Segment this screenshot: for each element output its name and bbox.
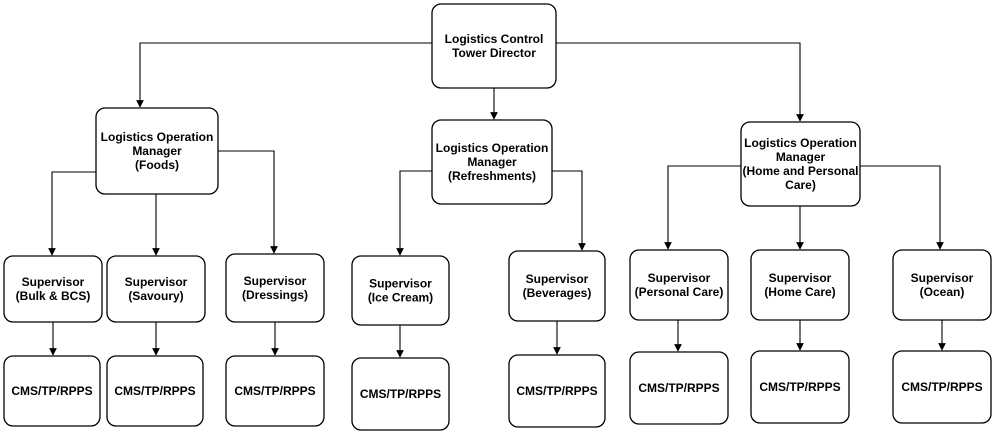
node-label-line: Manager [467,155,517,169]
node-label-line: (Bulk & BCS) [16,289,91,303]
node-label-line: (Savoury) [128,289,183,303]
node-sup-bulk: Supervisor(Bulk & BCS) [3,255,103,323]
node-label-line: CMS/TP/RPPS [114,384,195,398]
node-box [351,357,450,431]
node-box [225,355,325,427]
node-label-line: (Home and Personal [742,164,858,178]
node-label-line: CMS/TP/RPPS [234,384,315,398]
node-label-line: CMS/TP/RPPS [638,381,719,395]
node-label-line: CMS/TP/RPPS [11,384,92,398]
node-cms-icecream: CMS/TP/RPPS [351,357,450,431]
node-box [431,119,553,205]
node-label-line: Supervisor [526,272,589,286]
node-label-line: Manager [776,150,826,164]
node-cms-personal: CMS/TP/RPPS [629,351,729,425]
node-label-line: Logistics Operation [101,130,214,144]
connector-lom_refresh-to-sup_icecream [396,170,432,256]
connector-lom_foods-to-sup_bulk [48,171,96,256]
connector-director-to-lom_hpc [556,42,804,122]
node-cms-home: CMS/TP/RPPS [750,350,850,424]
node-cms-beverages: CMS/TP/RPPS [508,354,606,428]
node-box [351,255,450,326]
node-sup-dressings: Supervisor(Dressings) [225,253,325,323]
node-box [225,253,325,323]
node-label-line: Logistics Control [445,32,544,46]
node-label-line: CMS/TP/RPPS [516,384,597,398]
node-box [3,355,101,427]
node-sup-beverages: Supervisor(Beverages) [508,250,606,322]
node-label-line: CMS/TP/RPPS [360,387,441,401]
node-label-line: CMS/TP/RPPS [759,380,840,394]
node-box [750,350,850,424]
node-box [892,350,992,424]
node-label-line: CMS/TP/RPPS [901,380,982,394]
connector-layer [48,42,946,358]
connector-lom_refresh-to-sup_beverages [552,170,586,251]
node-box [508,250,606,322]
node-box [892,249,992,321]
node-cms-ocean: CMS/TP/RPPS [892,350,992,424]
node-box [750,249,850,321]
node-label-line: (Dressings) [242,288,308,302]
connector-lom_hpc-to-sup_ocean [860,165,944,250]
node-sup-home: Supervisor(Home Care) [750,249,850,321]
connector-lom_hpc-to-sup_personal [664,165,741,250]
node-sup-ocean: Supervisor(Ocean) [892,249,992,321]
node-label-line: Supervisor [769,271,832,285]
node-cms-bulk: CMS/TP/RPPS [3,355,101,427]
node-label-line: Logistics Operation [744,136,857,150]
node-box [431,3,557,89]
node-label-line: (Refreshments) [448,169,536,183]
node-label-line: (Home Care) [764,285,835,299]
node-box [740,121,861,207]
connector-lom_foods-to-sup_dressings [218,150,278,254]
node-box [508,354,606,428]
node-label-line: (Beverages) [523,286,592,300]
node-label-line: Care) [785,178,816,192]
connector-director-to-lom_foods [136,42,432,108]
node-box [629,351,729,425]
node-label-line: Tower Director [452,46,536,60]
node-label-line: Supervisor [244,274,307,288]
node-box [106,255,206,323]
node-label-line: Logistics Operation [436,141,549,155]
node-label-line: Supervisor [911,271,974,285]
node-label-line: Supervisor [648,271,711,285]
node-label-line: Supervisor [125,275,188,289]
node-label-line: (Ice Cream) [368,291,433,305]
node-cms-dressings: CMS/TP/RPPS [225,355,325,427]
node-label-line: (Ocean) [920,285,965,299]
node-box [106,355,204,427]
node-sup-personal: Supervisor(Personal Care) [629,249,729,321]
node-box [629,249,729,321]
node-cms-savoury: CMS/TP/RPPS [106,355,204,427]
node-label-line: Supervisor [369,277,432,291]
node-label-line: Supervisor [22,275,85,289]
node-box [3,255,103,323]
node-sup-savoury: Supervisor(Savoury) [106,255,206,323]
node-box [95,107,219,195]
node-label-line: (Personal Care) [635,285,724,299]
node-label-line: (Foods) [135,158,179,172]
node-label-line: Manager [132,144,182,158]
node-sup-icecream: Supervisor(Ice Cream) [351,255,450,326]
